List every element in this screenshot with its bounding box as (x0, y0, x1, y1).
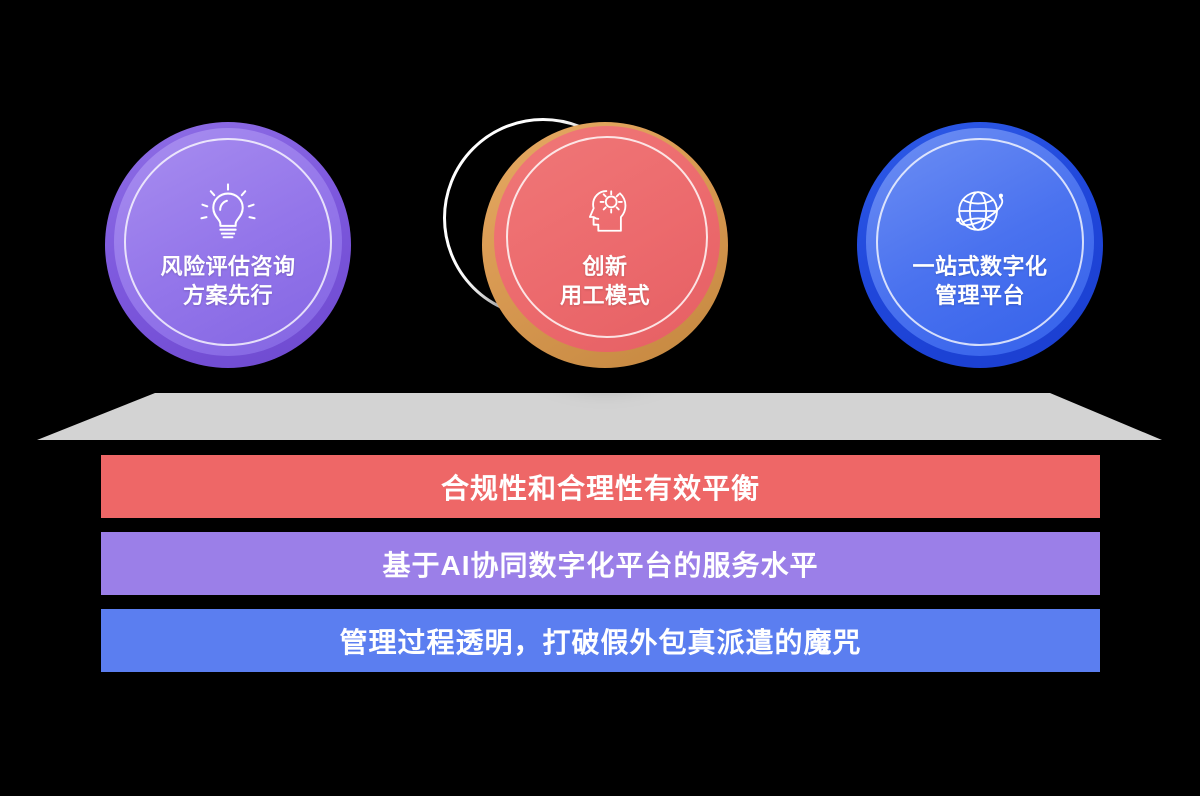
platform-trapezoid (37, 393, 1162, 440)
feature-circles-group: 风险评估咨询 方案先行 创新 用工模式 (0, 0, 1200, 392)
statement-bar-text: 管理过程透明，打破假外包真派遣的魔咒 (339, 626, 862, 658)
statement-bar-ai-service[interactable]: 基于AI协同数字化平台的服务水平 (101, 532, 1100, 595)
statement-bar-transparency[interactable]: 管理过程透明，打破假外包真派遣的魔咒 (101, 609, 1100, 672)
statement-bar-compliance[interactable]: 合规性和合理性有效平衡 (101, 455, 1100, 518)
circle-face (114, 128, 342, 356)
globe-orbit-icon (956, 191, 1004, 231)
circle-label: 一站式数字化 管理平台 (912, 253, 1048, 308)
circle-content: 一站式数字化 管理平台 (857, 122, 1103, 368)
circle-content: 创新 用工模式 (482, 122, 728, 368)
feature-circle-innovative-employment[interactable]: 创新 用工模式 (482, 122, 728, 368)
statement-bar-text: 基于AI协同数字化平台的服务水平 (382, 549, 819, 581)
statement-bars-group: 合规性和合理性有效平衡 基于AI协同数字化平台的服务水平 管理过程透明，打破假外… (101, 455, 1100, 672)
statement-bar-text: 合规性和合理性有效平衡 (440, 472, 760, 504)
base-platform (0, 393, 1200, 441)
circle-content: 风险评估咨询 方案先行 (105, 122, 351, 368)
lightbulb-icon (200, 183, 256, 239)
brain-gear-icon (588, 190, 627, 232)
circle-face (866, 128, 1094, 356)
circle-face (494, 126, 720, 352)
circle-label: 风险评估咨询 方案先行 (160, 253, 296, 308)
circle-label: 创新 用工模式 (559, 253, 650, 308)
feature-circle-risk-assessment[interactable]: 风险评估咨询 方案先行 (105, 122, 351, 368)
feature-circle-digital-platform[interactable]: 一站式数字化 管理平台 (857, 122, 1103, 368)
